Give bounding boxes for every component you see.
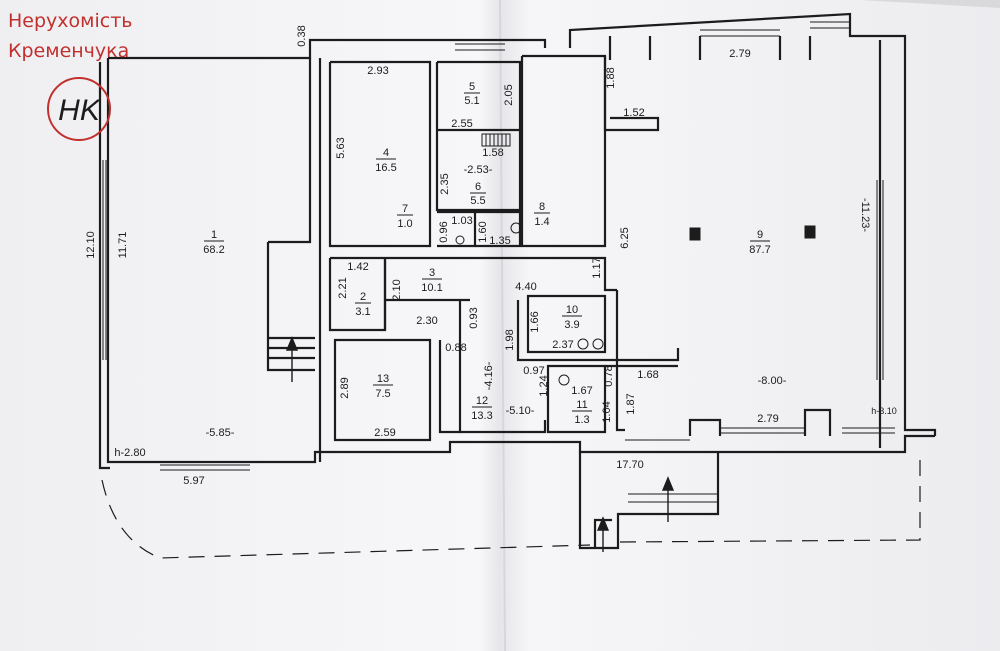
- room-7-number: 7: [402, 203, 408, 215]
- windows: [102, 21, 895, 471]
- watermark-logo-icon: HK: [47, 77, 111, 141]
- dim-label: 2.30: [416, 315, 437, 327]
- dim-label: 11.71: [117, 232, 129, 259]
- dim-label: 0.97: [523, 365, 544, 377]
- dim-label: 1.17: [591, 257, 603, 278]
- room-3-area: 10.1: [421, 282, 442, 294]
- dim-label: 12.10: [85, 231, 97, 259]
- room-2-number: 2: [360, 291, 366, 303]
- room-1-number: 1: [211, 229, 217, 241]
- dim-label: 0.88: [445, 342, 466, 354]
- dim-label: 2.37: [552, 339, 573, 351]
- dim-label: 0.96: [438, 221, 450, 242]
- room-11-number: 11: [576, 399, 587, 411]
- dim-label: 2.79: [729, 48, 750, 60]
- dim-label: 1.04: [601, 401, 613, 422]
- dim-label: 1.60: [477, 221, 489, 242]
- paper-fold: [499, 0, 506, 651]
- room-5-number: 5: [469, 81, 475, 93]
- dim-label: 6.25: [619, 227, 631, 248]
- room-1-area: 68.2: [203, 244, 224, 256]
- dim-label: 2.10: [391, 279, 403, 300]
- dim-label: 1.58: [482, 147, 503, 159]
- dim-label: 4.40: [515, 281, 536, 293]
- dim-label: 1.24: [538, 375, 550, 396]
- dim-label: 1.03: [451, 215, 472, 227]
- dim-label: 1.68: [637, 369, 658, 381]
- steps: [481, 133, 718, 503]
- dim-label: 0.78: [603, 365, 615, 386]
- svg-text:HK: HK: [58, 94, 102, 127]
- room-12-number: 12: [476, 395, 488, 407]
- room-8-number: 8: [539, 201, 545, 213]
- room-4-area: 16.5: [375, 162, 396, 174]
- dim-label: h-2.80: [114, 447, 145, 459]
- dim-label: 1.52: [623, 107, 644, 119]
- dim-label: 5.63: [335, 137, 347, 158]
- room-10-area: 3.9: [564, 319, 579, 331]
- dim-label: 2.89: [339, 377, 351, 398]
- walls: [98, 12, 937, 550]
- room-13-area: 7.5: [375, 388, 390, 400]
- room-7-area: 1.0: [397, 218, 412, 230]
- dim-label: 5.97: [183, 475, 204, 487]
- dim-label: -4.16-: [483, 361, 495, 390]
- room-6-area: 5.5: [470, 195, 485, 207]
- dim-label: -5.85-: [206, 427, 235, 439]
- dim-label: 0.38: [296, 25, 308, 46]
- room-8-area: 1.4: [534, 216, 549, 228]
- site-boundary: [101, 455, 921, 559]
- room-labels: 1 68.2 2 3.1 3 10.1 4 16.5 5 5.1 6 5.5 7…: [203, 81, 770, 426]
- room-4-number: 4: [383, 147, 389, 159]
- dim-label: 1.67: [571, 385, 592, 397]
- dim-label: -5.10-: [506, 405, 535, 417]
- room-13-number: 13: [377, 373, 389, 385]
- room-9-number: 9: [757, 229, 763, 241]
- watermark-line-1: Нерухомість: [8, 10, 133, 32]
- room-3-number: 3: [429, 267, 435, 279]
- room-12-area: 13.3: [471, 410, 492, 422]
- dimension-labels: 0.38 2.93 2.05 2.79 1.88 1.52 5.63 2.55 …: [85, 25, 897, 487]
- dim-label: -8.00-: [758, 375, 787, 387]
- dim-label: h-3.10: [871, 406, 897, 416]
- dim-label: -2.53-: [464, 164, 493, 176]
- room-9-area: 87.7: [749, 244, 770, 256]
- room-10-number: 10: [566, 304, 578, 316]
- dim-label: 2.79: [757, 413, 778, 425]
- sanitary-fixtures: [455, 222, 816, 386]
- dim-label: 2.55: [451, 118, 472, 130]
- room-2-area: 3.1: [355, 306, 370, 318]
- entrance-arrows: [285, 336, 675, 552]
- room-6-number: 6: [475, 181, 481, 193]
- dim-label: 1.98: [504, 329, 516, 350]
- room-5-area: 5.1: [464, 95, 479, 107]
- dim-label: 1.87: [625, 393, 637, 414]
- dim-label: -11.23-: [859, 198, 871, 232]
- dim-label: 2.35: [439, 173, 451, 194]
- dim-label: 2.93: [367, 65, 388, 77]
- dim-label: 2.21: [337, 277, 349, 298]
- dim-label: 2.05: [503, 84, 515, 105]
- watermark-line-2: Кременчука: [8, 40, 130, 62]
- dim-label: 1.35: [489, 235, 510, 247]
- room-11-area: 1.3: [574, 414, 589, 426]
- dim-label: 1.66: [529, 311, 541, 332]
- dim-label: 1.42: [347, 261, 368, 273]
- dim-label: 17.70: [616, 459, 644, 471]
- dim-label: 1.88: [605, 67, 617, 88]
- dim-label: 0.93: [468, 307, 480, 328]
- dim-label: 2.59: [374, 427, 395, 439]
